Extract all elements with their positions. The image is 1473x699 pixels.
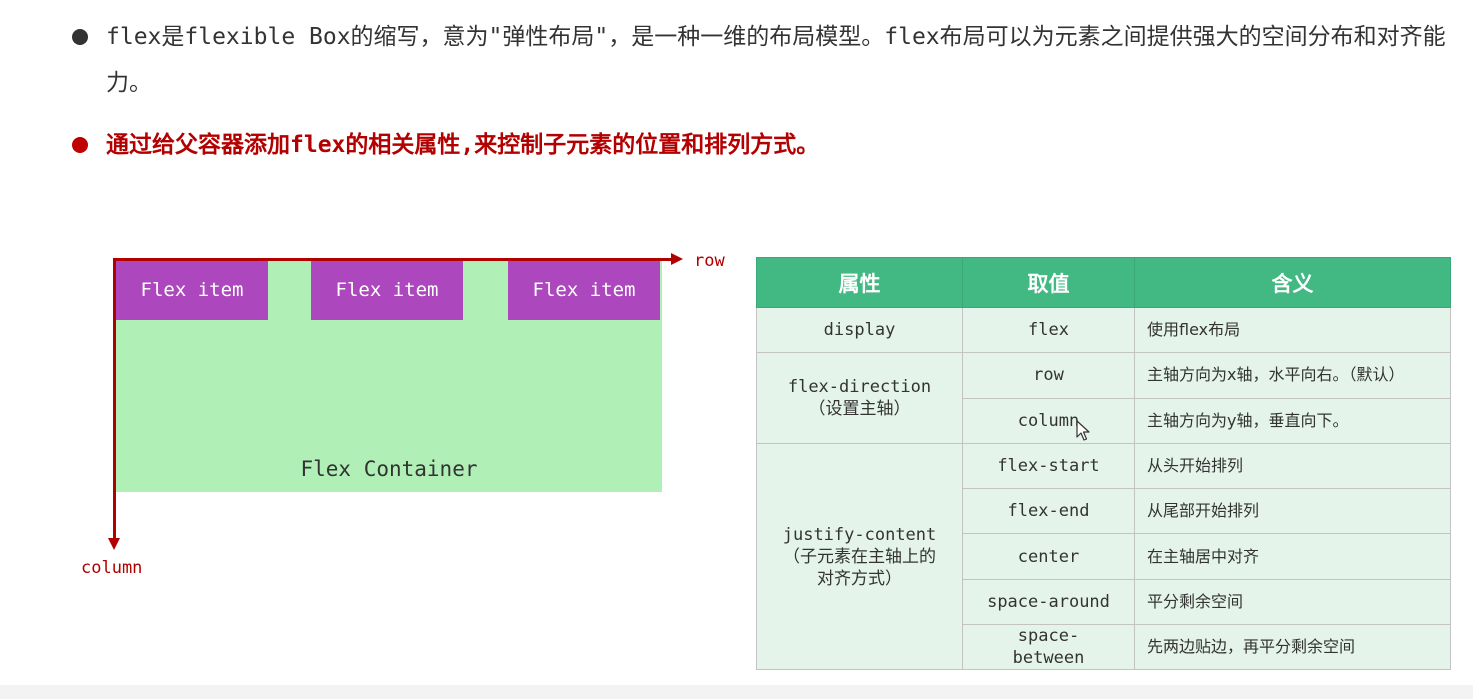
flex-item: Flex item	[116, 261, 268, 320]
property-name: justify-content	[782, 524, 937, 545]
meaning-cell: 在主轴居中对齐	[1134, 533, 1451, 580]
flex-container-label: Flex Container	[300, 457, 478, 481]
flex-properties-table: 属性 取值 含义 display flex 使用flex布局 flex-dire…	[756, 257, 1451, 671]
property-cell: display	[756, 306, 963, 354]
bottom-edge	[0, 685, 1473, 699]
value-cell: center	[962, 533, 1135, 580]
value-cell: flex-end	[962, 488, 1135, 535]
table-row: space- between 先两边贴边，再平分剩余空间	[757, 624, 1451, 671]
value-cell: space-around	[962, 578, 1135, 626]
meaning-cell: 使用flex布局	[1134, 306, 1451, 354]
value-text: flex	[1028, 320, 1069, 341]
value-text: flex-end	[1007, 501, 1090, 522]
property-name: flex-direction	[787, 377, 932, 398]
table-row: flex-end 从尾部开始排列	[757, 488, 1451, 535]
table-row: space-around 平分剩余空间	[757, 578, 1451, 626]
property-cell: flex-direction （设置主轴）	[756, 352, 963, 444]
header-property: 属性	[756, 257, 963, 308]
value-cell: column	[962, 397, 1135, 444]
bullet-text: 通过给父容器添加flex的相关属性,来控制子元素的位置和排列方式。	[106, 132, 820, 158]
value-cell: space- between	[962, 624, 1135, 671]
table-row: flex-direction （设置主轴） row 主轴方向为x轴，水平向右。（…	[756, 352, 1451, 444]
property-name: display	[823, 320, 896, 341]
bullet-flex-definition: flex是flexible Box的缩写，意为"弹性布局"，是一种一维的布局模型…	[72, 14, 1452, 106]
header-value: 取值	[962, 257, 1135, 308]
table-row: display flex 使用flex布局	[756, 306, 1451, 354]
mouse-pointer-icon	[1076, 420, 1090, 441]
value-text: column	[1017, 410, 1080, 431]
column-axis-label: column	[81, 558, 143, 578]
value-text: between	[1012, 648, 1085, 669]
bullet-text: flex是flexible Box的缩写，意为"弹性布局"，是一种一维的布局模型…	[106, 24, 1446, 96]
column-axis-line	[113, 258, 116, 542]
value-text: space-around	[987, 591, 1110, 612]
value-cell: flex-start	[962, 442, 1135, 490]
value-cell: row	[962, 352, 1135, 399]
header-meaning: 含义	[1134, 257, 1451, 308]
flex-item: Flex item	[508, 261, 660, 320]
arrow-down-icon	[108, 538, 120, 550]
bullet-flex-usage: 通过给父容器添加flex的相关属性,来控制子元素的位置和排列方式。	[72, 122, 1452, 168]
meaning-cell: 从尾部开始排列	[1134, 488, 1451, 535]
table-header-row: 属性 取值 含义	[756, 257, 1451, 308]
table-row: justify-content （子元素在主轴上的 对齐方式） flex-sta…	[756, 442, 1451, 671]
property-note: （子元素在主轴上的	[783, 546, 936, 567]
row-axis-line	[113, 258, 673, 261]
value-text: flex-start	[997, 456, 1100, 477]
meaning-cell: 主轴方向为y轴，垂直向下。	[1134, 397, 1451, 444]
property-cell: justify-content （子元素在主轴上的 对齐方式）	[756, 442, 963, 671]
property-note: （设置主轴）	[808, 399, 911, 420]
arrow-right-icon	[671, 253, 683, 265]
bullet-dot-icon	[72, 137, 88, 153]
meaning-cell: 主轴方向为x轴，水平向右。（默认）	[1134, 352, 1451, 399]
flex-item: Flex item	[311, 261, 463, 320]
value-text: center	[1017, 546, 1080, 567]
table-row: center 在主轴居中对齐	[757, 533, 1451, 580]
meaning-cell: 先两边贴边，再平分剩余空间	[1134, 624, 1451, 671]
meaning-cell: 从头开始排列	[1134, 442, 1451, 490]
value-cell: flex	[962, 306, 1135, 354]
meaning-cell: 平分剩余空间	[1134, 578, 1451, 626]
flex-container: Flex item Flex item Flex item Flex Conta…	[116, 261, 662, 492]
value-text: space-	[1017, 626, 1080, 647]
property-note: 对齐方式）	[817, 568, 902, 589]
bullet-dot-icon	[72, 29, 88, 45]
table-row: column 主轴方向为y轴，垂直向下。	[757, 397, 1451, 444]
row-axis-label: row	[694, 251, 725, 271]
value-text: row	[1033, 365, 1064, 386]
